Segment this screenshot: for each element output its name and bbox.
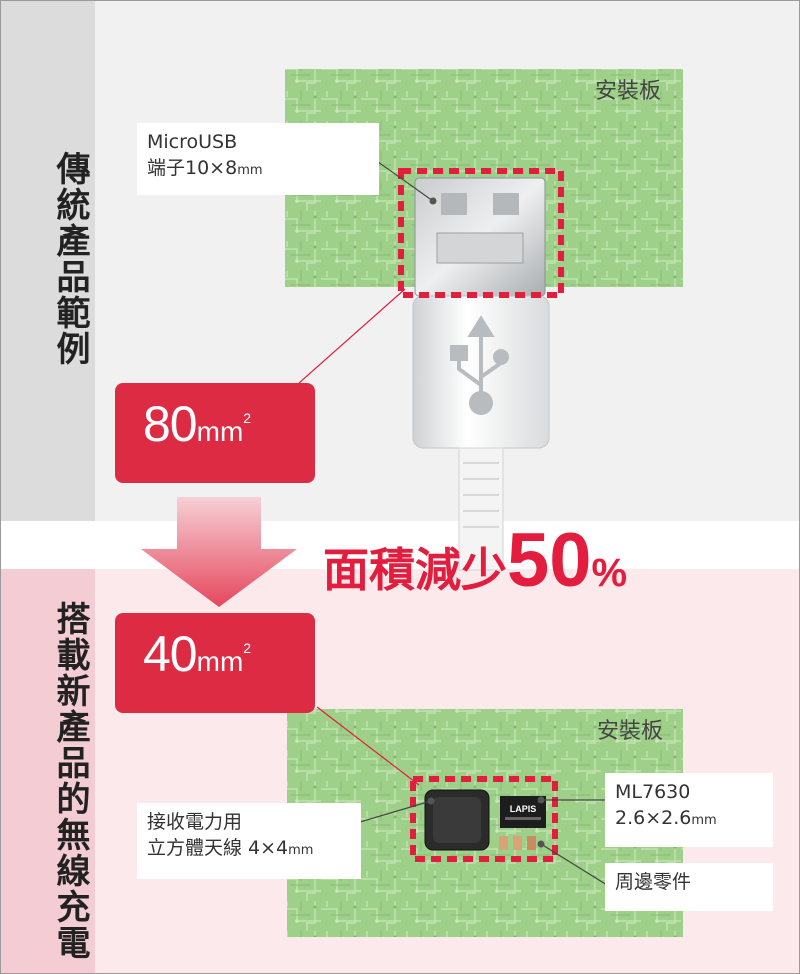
peripheral-label: 周邊零件	[615, 871, 692, 893]
peripheral-label-box: 周邊零件	[605, 863, 773, 911]
side-panel-bottom	[1, 569, 95, 973]
chip-logo: LAPIS	[510, 804, 537, 814]
side-label-conventional: 傳統產品範例	[50, 151, 90, 367]
area-unit: mm	[196, 646, 244, 677]
headline-text: 面積減少	[323, 543, 507, 597]
side-panel-top	[1, 1, 95, 521]
area-exponent: 2	[243, 640, 251, 656]
antenna-label-line1: 接收電力用	[147, 811, 243, 833]
dashed-highlight-bottom	[410, 776, 558, 862]
area-box-new: 40mm2	[115, 613, 315, 713]
area-value: 80	[143, 396, 198, 452]
peripheral-part	[499, 836, 508, 850]
area-exponent: 2	[243, 410, 251, 426]
pcb-label-top: 安裝板	[595, 79, 662, 104]
side-label-new-product: 搭載新產品的無線充電	[50, 601, 90, 961]
area-unit: mm	[196, 416, 244, 447]
connector-size: 端子10×8mm	[147, 157, 263, 179]
peripheral-part	[527, 836, 536, 850]
ic-size: 2.6×2.6mm	[615, 807, 717, 829]
headline-number: 50	[507, 518, 592, 603]
connector-name: MicroUSB	[147, 131, 238, 153]
area-value: 40	[143, 626, 198, 682]
microusb-label-box: MicroUSB 端子10×8mm	[137, 123, 379, 195]
headline-percent: %	[591, 551, 628, 595]
usb-cable	[458, 447, 504, 571]
headline-area-reduction: 面積減少50%	[323, 517, 627, 604]
down-arrow	[141, 497, 297, 607]
antenna-label-line2: 立方體天線 4×4mm	[147, 837, 314, 859]
ic-label-box: ML7630 2.6×2.6mm	[605, 773, 773, 847]
dashed-highlight-top	[398, 168, 564, 298]
area-box-conventional: 80mm2	[115, 383, 315, 483]
ic-name: ML7630	[615, 781, 691, 803]
pcb-label-bottom: 安裝板	[597, 719, 664, 744]
usb-symbol-icon	[450, 315, 509, 415]
peripheral-part	[513, 836, 522, 850]
antenna-label-box: 接收電力用 立方體天線 4×4mm	[137, 803, 361, 879]
